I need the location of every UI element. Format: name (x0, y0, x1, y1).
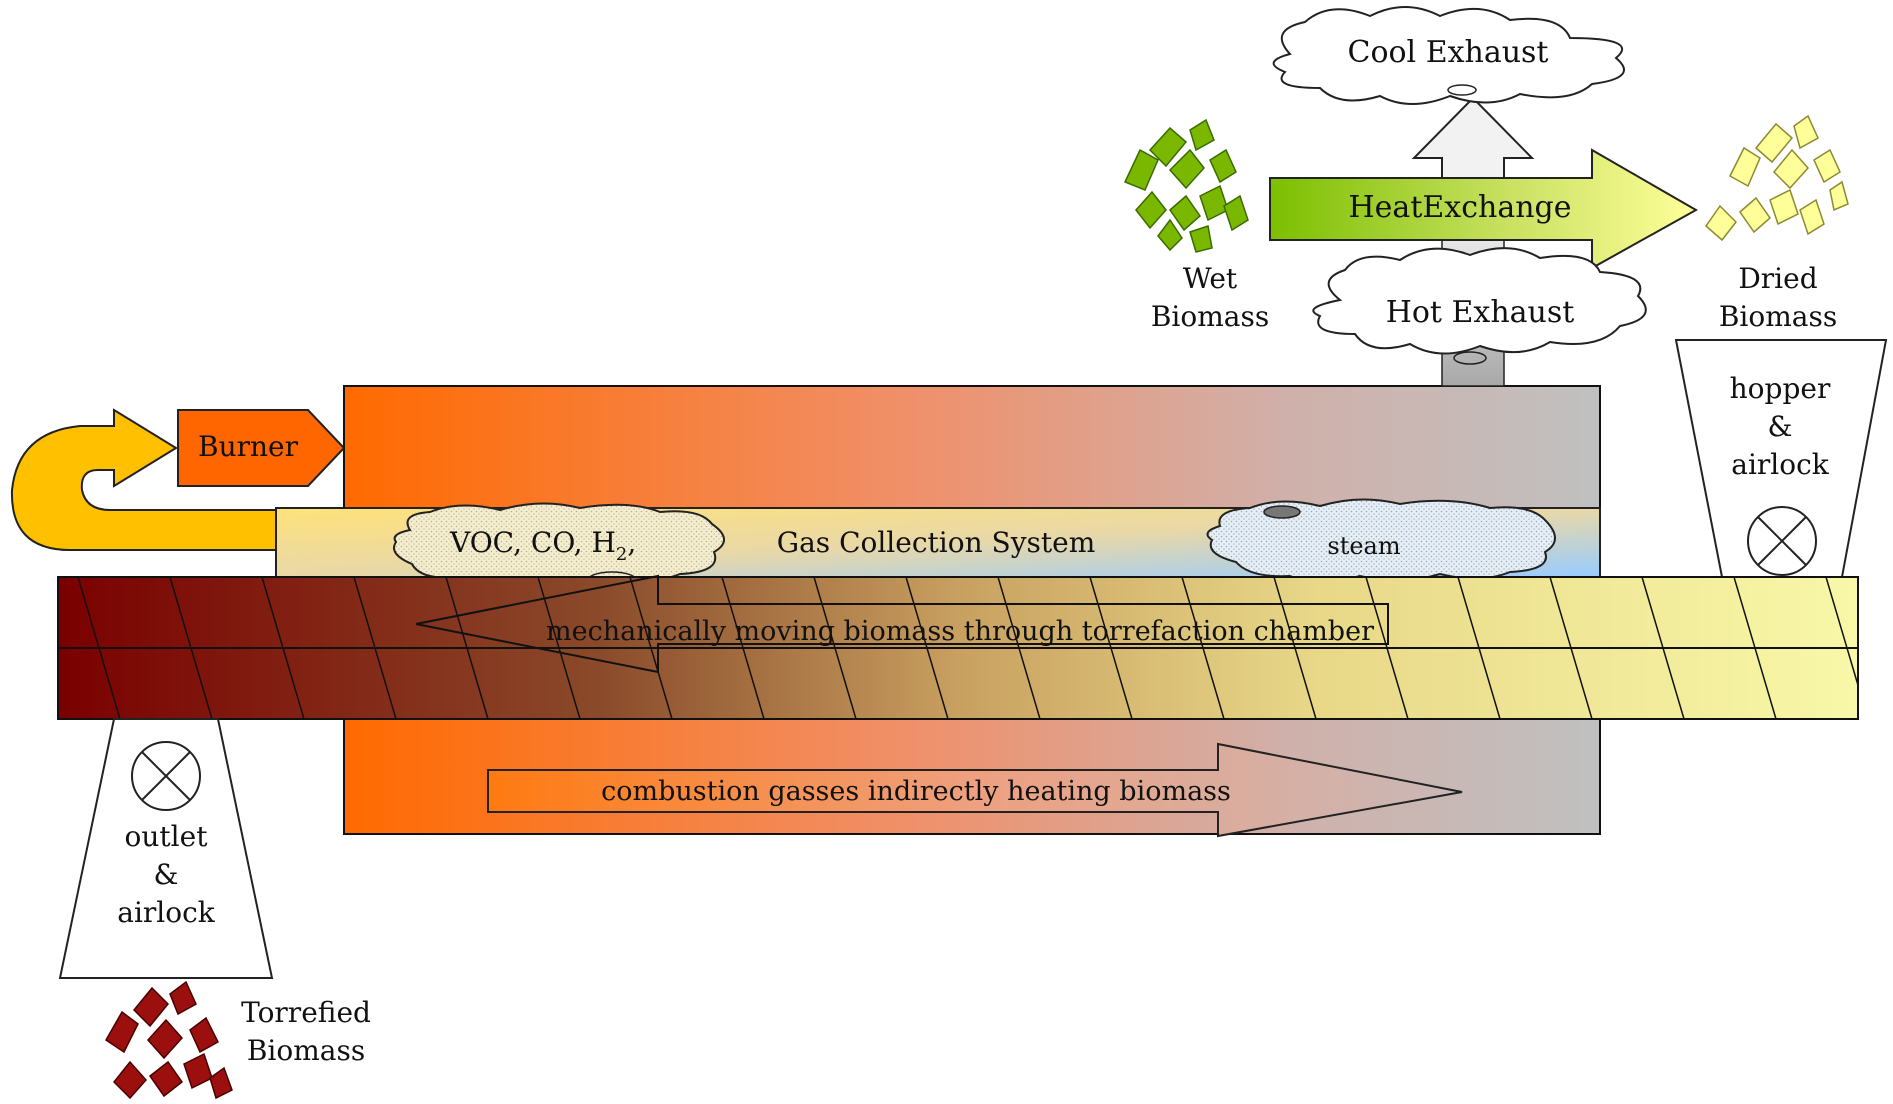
dried-biomass-icon (1704, 114, 1849, 242)
wet-biomass-label-1: Wet (1183, 262, 1238, 295)
cool-exhaust-cloud (1272, 6, 1625, 105)
gas-collection-label: Gas Collection System (777, 526, 1096, 559)
hot-exhaust-cloud (1312, 247, 1647, 365)
biomass-motion-arrow (415, 574, 1389, 674)
voc-subscript: 2 (616, 544, 627, 565)
hopper-airlock-valve-icon (1747, 506, 1817, 576)
outlet-label-2: & (154, 858, 179, 891)
heat-exchange-label: HeatExchange (1349, 190, 1572, 225)
dried-biomass-label-2: Biomass (1719, 300, 1837, 333)
steam-label: steam (1327, 532, 1400, 560)
outlet-label-1: outlet (125, 820, 209, 853)
outlet-label-3: airlock (117, 896, 216, 929)
burner-label: Burner (198, 430, 299, 463)
voc-label: VOC, CO, H2, (449, 526, 636, 565)
outlet-airlock-valve-icon (131, 741, 201, 811)
hopper-label-2: & (1768, 410, 1793, 443)
torrefied-biomass-icon (105, 980, 233, 1100)
moving-biomass-label: mechanically moving biomass through torr… (546, 616, 1374, 647)
cool-exhaust-label: Cool Exhaust (1347, 35, 1548, 70)
hopper-label-1: hopper (1730, 372, 1831, 405)
outlet-hopper (58, 718, 274, 979)
steam-cloud (1206, 498, 1556, 583)
gas-return-arrow (10, 408, 277, 551)
hot-exhaust-label: Hot Exhaust (1386, 295, 1575, 330)
hopper-label-3: airlock (1731, 448, 1830, 481)
dried-biomass-label-1: Dried (1738, 262, 1817, 295)
wet-biomass-label-2: Biomass (1151, 300, 1269, 333)
combustion-gas-arrow (487, 742, 1463, 838)
burner-box (177, 409, 346, 487)
combustion-label: combustion gasses indirectly heating bio… (601, 776, 1231, 807)
heat-exchange-arrow (1269, 148, 1699, 270)
torrefied-label-1: Torrefied (241, 996, 371, 1029)
torrefied-label-2: Biomass (247, 1034, 365, 1067)
wet-biomass-icon (1123, 118, 1249, 253)
